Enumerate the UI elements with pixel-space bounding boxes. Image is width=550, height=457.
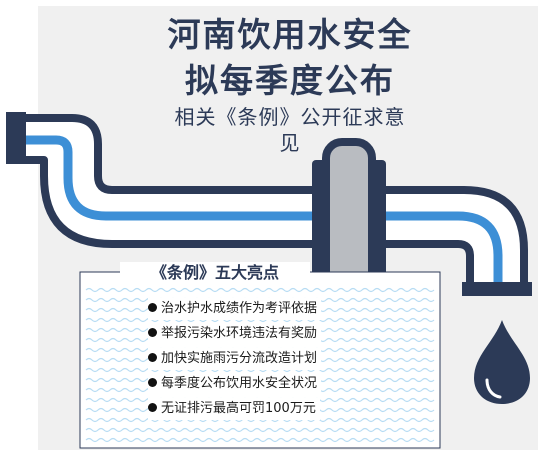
- left-pipe-stripe: [12, 135, 330, 221]
- water-drop-highlight: [485, 378, 502, 399]
- wave-line: [85, 367, 435, 373]
- highlight-text: 无证排污最高可罚100万元: [161, 401, 316, 416]
- highlights-title: 《条例》五大亮点: [120, 262, 310, 284]
- bullet-icon: [148, 303, 157, 312]
- title-line-2: 拟每季度公布: [185, 61, 395, 100]
- bullet-icon: [148, 403, 157, 412]
- highlight-item: 加快实施雨污分流改造计划: [148, 348, 322, 370]
- wave-line: [85, 437, 435, 443]
- wave-line: [85, 317, 435, 323]
- highlight-text: 加快实施雨污分流改造计划: [161, 351, 318, 366]
- bullet-icon: [148, 328, 157, 337]
- right-pipe-stripe: [368, 211, 503, 290]
- highlight-item: 治水护水成绩作为考评依据: [148, 298, 322, 320]
- left-pipe-cap: [6, 112, 26, 164]
- title-line-1: 河南饮用水安全: [167, 15, 413, 54]
- wave-line: [85, 287, 435, 293]
- highlight-text: 每季度公布饮用水安全状况: [161, 376, 318, 391]
- highlight-item: 每季度公布饮用水安全状况: [148, 373, 322, 395]
- wave-line: [85, 427, 435, 433]
- bullet-icon: [148, 378, 157, 387]
- bullet-icon: [148, 353, 157, 362]
- faucet-outlet: [462, 282, 532, 296]
- wave-line: [85, 417, 435, 423]
- highlight-item: 举报污染水环境违法有奖励: [148, 323, 322, 345]
- highlight-item: 无证排污最高可罚100万元: [148, 398, 320, 420]
- highlight-text: 举报污染水环境违法有奖励: [161, 326, 318, 341]
- highlight-text: 治水护水成绩作为考评依据: [161, 301, 318, 316]
- subtitle: 相关《条例》公开征求意见: [174, 105, 406, 155]
